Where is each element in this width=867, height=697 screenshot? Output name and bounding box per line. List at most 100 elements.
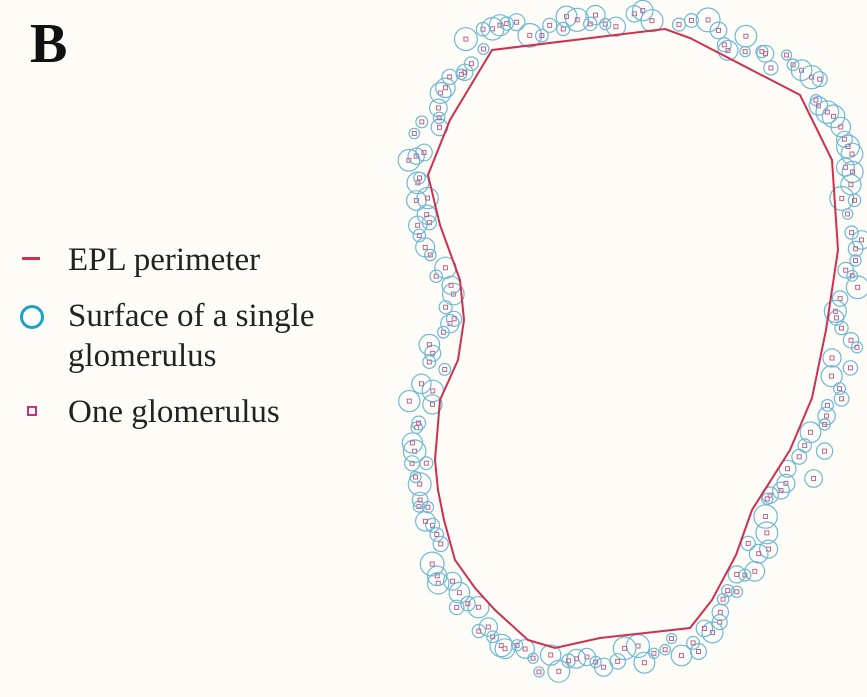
glomerulus-surface [449, 582, 470, 603]
glomerulus-marker [614, 25, 618, 29]
glomerulus-marker [844, 268, 848, 272]
glomerulus-marker [414, 475, 418, 479]
glomerulus-surface [430, 83, 451, 104]
glomerulus-surface [455, 28, 478, 51]
glomerulus-surface [740, 47, 750, 57]
glomerulus-marker [457, 591, 461, 595]
glomerulus-marker [438, 125, 442, 129]
glomerulus-marker [850, 152, 854, 156]
glomerulus-marker [431, 389, 435, 393]
glomerulus-marker [735, 590, 739, 594]
glomerulus-marker [486, 625, 490, 629]
glomerulus-marker [744, 34, 748, 38]
glomerulus-marker [840, 326, 844, 330]
glomerulus-surface [557, 22, 570, 35]
glomerulus-marker [455, 605, 459, 609]
glomerulus-surface [508, 14, 525, 31]
glomerulus-marker [594, 13, 598, 17]
glomerulus-marker [412, 132, 416, 136]
glomerulus-surface [447, 311, 462, 326]
glomerulus-marker [435, 533, 439, 537]
glomerulus-marker [825, 414, 829, 418]
glomerulus-surface [745, 562, 765, 582]
glomerulus-surface [439, 301, 452, 314]
glomerulus-marker [809, 430, 813, 434]
glomerulus-marker [814, 98, 818, 102]
glomerulus-marker [439, 91, 443, 95]
glomerulus-marker [722, 43, 726, 47]
glomerulus-marker [797, 455, 801, 459]
glomerulus-marker [557, 669, 561, 673]
glomerulus-marker [718, 610, 722, 614]
glomerulus-marker [407, 399, 411, 403]
glomerulus-surface [586, 6, 605, 25]
glomerulus-marker [636, 644, 640, 648]
glomerulus-marker [436, 581, 440, 585]
glomerulus-marker [846, 212, 850, 216]
glomerulus-marker [561, 27, 565, 31]
glomerulus-surface [843, 361, 857, 375]
glomerulus-surface [422, 216, 436, 230]
glomerulus-surface [423, 356, 436, 369]
glomerulus-surface [812, 72, 827, 87]
glomerulus-marker [443, 266, 447, 270]
glomerulus-marker [834, 316, 838, 320]
glomerulus-surface [433, 112, 444, 123]
glomerulus-marker [840, 397, 844, 401]
glomerulus-marker [854, 259, 858, 263]
glomerulus-surface [660, 645, 670, 655]
glomerulus-marker [697, 650, 701, 654]
glomerulus-marker [410, 441, 414, 445]
glomerulus-marker [840, 196, 844, 200]
glomerulus-marker [706, 18, 710, 22]
glomerulus-marker [680, 654, 684, 658]
glomerulus-marker [452, 317, 456, 321]
glomerulus-surface [478, 44, 489, 55]
glomerulus-marker [430, 562, 434, 566]
glomerulus-surface [760, 540, 778, 558]
glomerulus-surface [487, 631, 499, 643]
glomerulus-marker [426, 505, 430, 509]
glomerulus-surface [842, 209, 852, 219]
glomerulus-surface [696, 620, 712, 636]
glomerulus-surface [613, 637, 636, 660]
glomerulus-surface [548, 660, 570, 682]
glomerulus-marker [670, 637, 674, 641]
glomerulus-marker [481, 47, 485, 51]
glomerulus-marker [850, 231, 854, 235]
glomerulus-marker [476, 605, 480, 609]
glomerulus-marker [444, 305, 448, 309]
glomerulus-surface [409, 128, 419, 138]
glomerulus-marker [735, 572, 739, 576]
glomerulus-marker [803, 444, 807, 448]
glomerulus-marker [443, 86, 447, 90]
glomerulus-surface [444, 572, 462, 590]
glomerulus-marker [677, 23, 681, 27]
glomerulus-surface [649, 648, 659, 658]
glomerulus-surface [439, 364, 451, 376]
glomerulus-surface [792, 449, 807, 464]
glomerulus-surface [633, 0, 653, 20]
glomerulus-surface [405, 456, 420, 471]
glomerulus-marker [717, 28, 721, 32]
glomerulus-surface [749, 544, 768, 563]
glomerulus-surface [667, 634, 677, 644]
glomerulus-marker [549, 653, 553, 657]
glomerulus-marker [548, 23, 552, 27]
glomerulus-marker [842, 137, 846, 141]
glomerulus-marker [769, 66, 773, 70]
glomerulus-marker [689, 19, 693, 23]
glomerulus-surface [817, 443, 833, 459]
glomerulus-surface [821, 366, 842, 387]
glomerulus-marker [642, 661, 646, 665]
glomerulus-marker [528, 33, 532, 37]
glomerulus-marker [786, 467, 790, 471]
glomerulus-marker [464, 37, 468, 41]
glomerulus-marker [856, 285, 860, 289]
glomerulus-surface [442, 69, 457, 84]
glomerulus-surface [490, 634, 512, 656]
glomerulus-marker [663, 648, 667, 652]
glomerulus-surface [848, 194, 860, 206]
glomerulus-surface [673, 18, 686, 31]
